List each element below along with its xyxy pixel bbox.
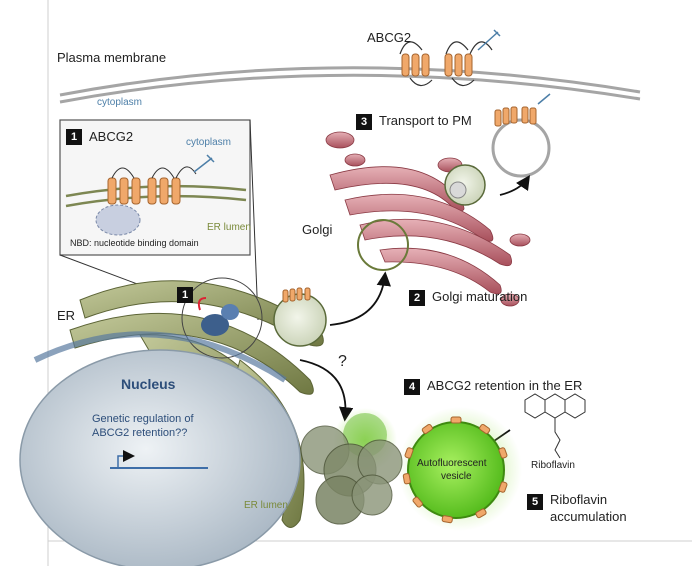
step-1-er-badge: 1: [177, 287, 193, 303]
genetic-regulation-line1: Genetic regulation of: [92, 413, 194, 425]
golgi-vesicle: [357, 219, 409, 271]
arrow-golgi-to-vesicle: [499, 175, 530, 196]
vesicle-transporter-3: [450, 416, 462, 424]
arrow-to-retention: [299, 359, 354, 422]
vesicle-transporters: [402, 416, 508, 524]
transport-vesicle-small: [444, 164, 486, 206]
abcg2-pm-label: ABCG2: [367, 30, 412, 45]
abcg2-folding-blob: [201, 314, 229, 336]
er-label: ER: [57, 308, 76, 323]
vesicle-transporter-7: [475, 508, 487, 519]
abcg2-pm-transporter: [399, 29, 501, 87]
pm-bound-vesicle: [491, 93, 551, 178]
vesicle-transporter-8: [441, 515, 453, 524]
plasma-membrane-label: Plasma membrane: [57, 50, 167, 65]
er-zoom-circle: [181, 277, 263, 359]
step-3-badge: 3: [356, 114, 372, 130]
genetic-regulation-line2: ABCG2 retention??: [92, 427, 188, 439]
vesicle-transporter-6: [498, 481, 508, 493]
cytoplasm-outer-label: cytoplasm: [97, 97, 143, 108]
step-4-badge: 4: [404, 379, 420, 395]
er-retention-cluster: [300, 408, 403, 525]
nucleus-label: Nucleus: [121, 376, 176, 392]
vesicle-transporter-1: [404, 447, 414, 459]
zoom-line-right: [249, 119, 259, 321]
nucleus: [19, 349, 301, 566]
autofluorescent-label-line1: Autofluorescent: [417, 458, 487, 469]
step-1-inset-badge: 1: [66, 129, 82, 145]
er-exit-vesicle: [273, 287, 327, 347]
step-5-badge: 5: [527, 494, 543, 510]
inset-title: ABCG2: [89, 129, 134, 144]
step-5-text-line2: accumulation: [550, 509, 627, 524]
step-2-badge: 2: [409, 290, 425, 306]
plasma-membrane: [59, 66, 641, 104]
vesicle-transporter-5: [498, 447, 508, 459]
autofluorescent-label-line2: vesicle: [441, 471, 472, 482]
step-4-text: ABCG2 retention in the ER: [427, 378, 583, 393]
riboflavin-label: Riboflavin: [531, 460, 575, 471]
arrow-er-to-golgi: [329, 271, 391, 326]
vesicle-transporter-2: [421, 423, 433, 435]
step-2-text: Golgi maturation: [432, 289, 528, 304]
vesicle-transporter-9: [412, 496, 423, 508]
step-3-text: Transport to PM: [379, 113, 472, 128]
inset-er-lumen-label: ER lumen: [207, 222, 251, 233]
golgi-label: Golgi: [302, 222, 333, 237]
gene-promoter-arrow: [110, 450, 208, 469]
inset-abcg2-box: [59, 119, 251, 256]
riboflavin-structure: [524, 393, 586, 459]
vesicle-transporter-4: [479, 423, 491, 435]
inset-cytoplasm-label: cytoplasm: [186, 137, 232, 148]
er-lumen-bottom-label: ER lumen: [244, 500, 288, 511]
inset-nbd-label: NBD: nucleotide binding domain: [70, 238, 199, 248]
step-5-text: Riboflavin: [550, 492, 608, 507]
vesicle-transporter-10: [402, 473, 411, 485]
question-mark: ?: [338, 353, 347, 370]
